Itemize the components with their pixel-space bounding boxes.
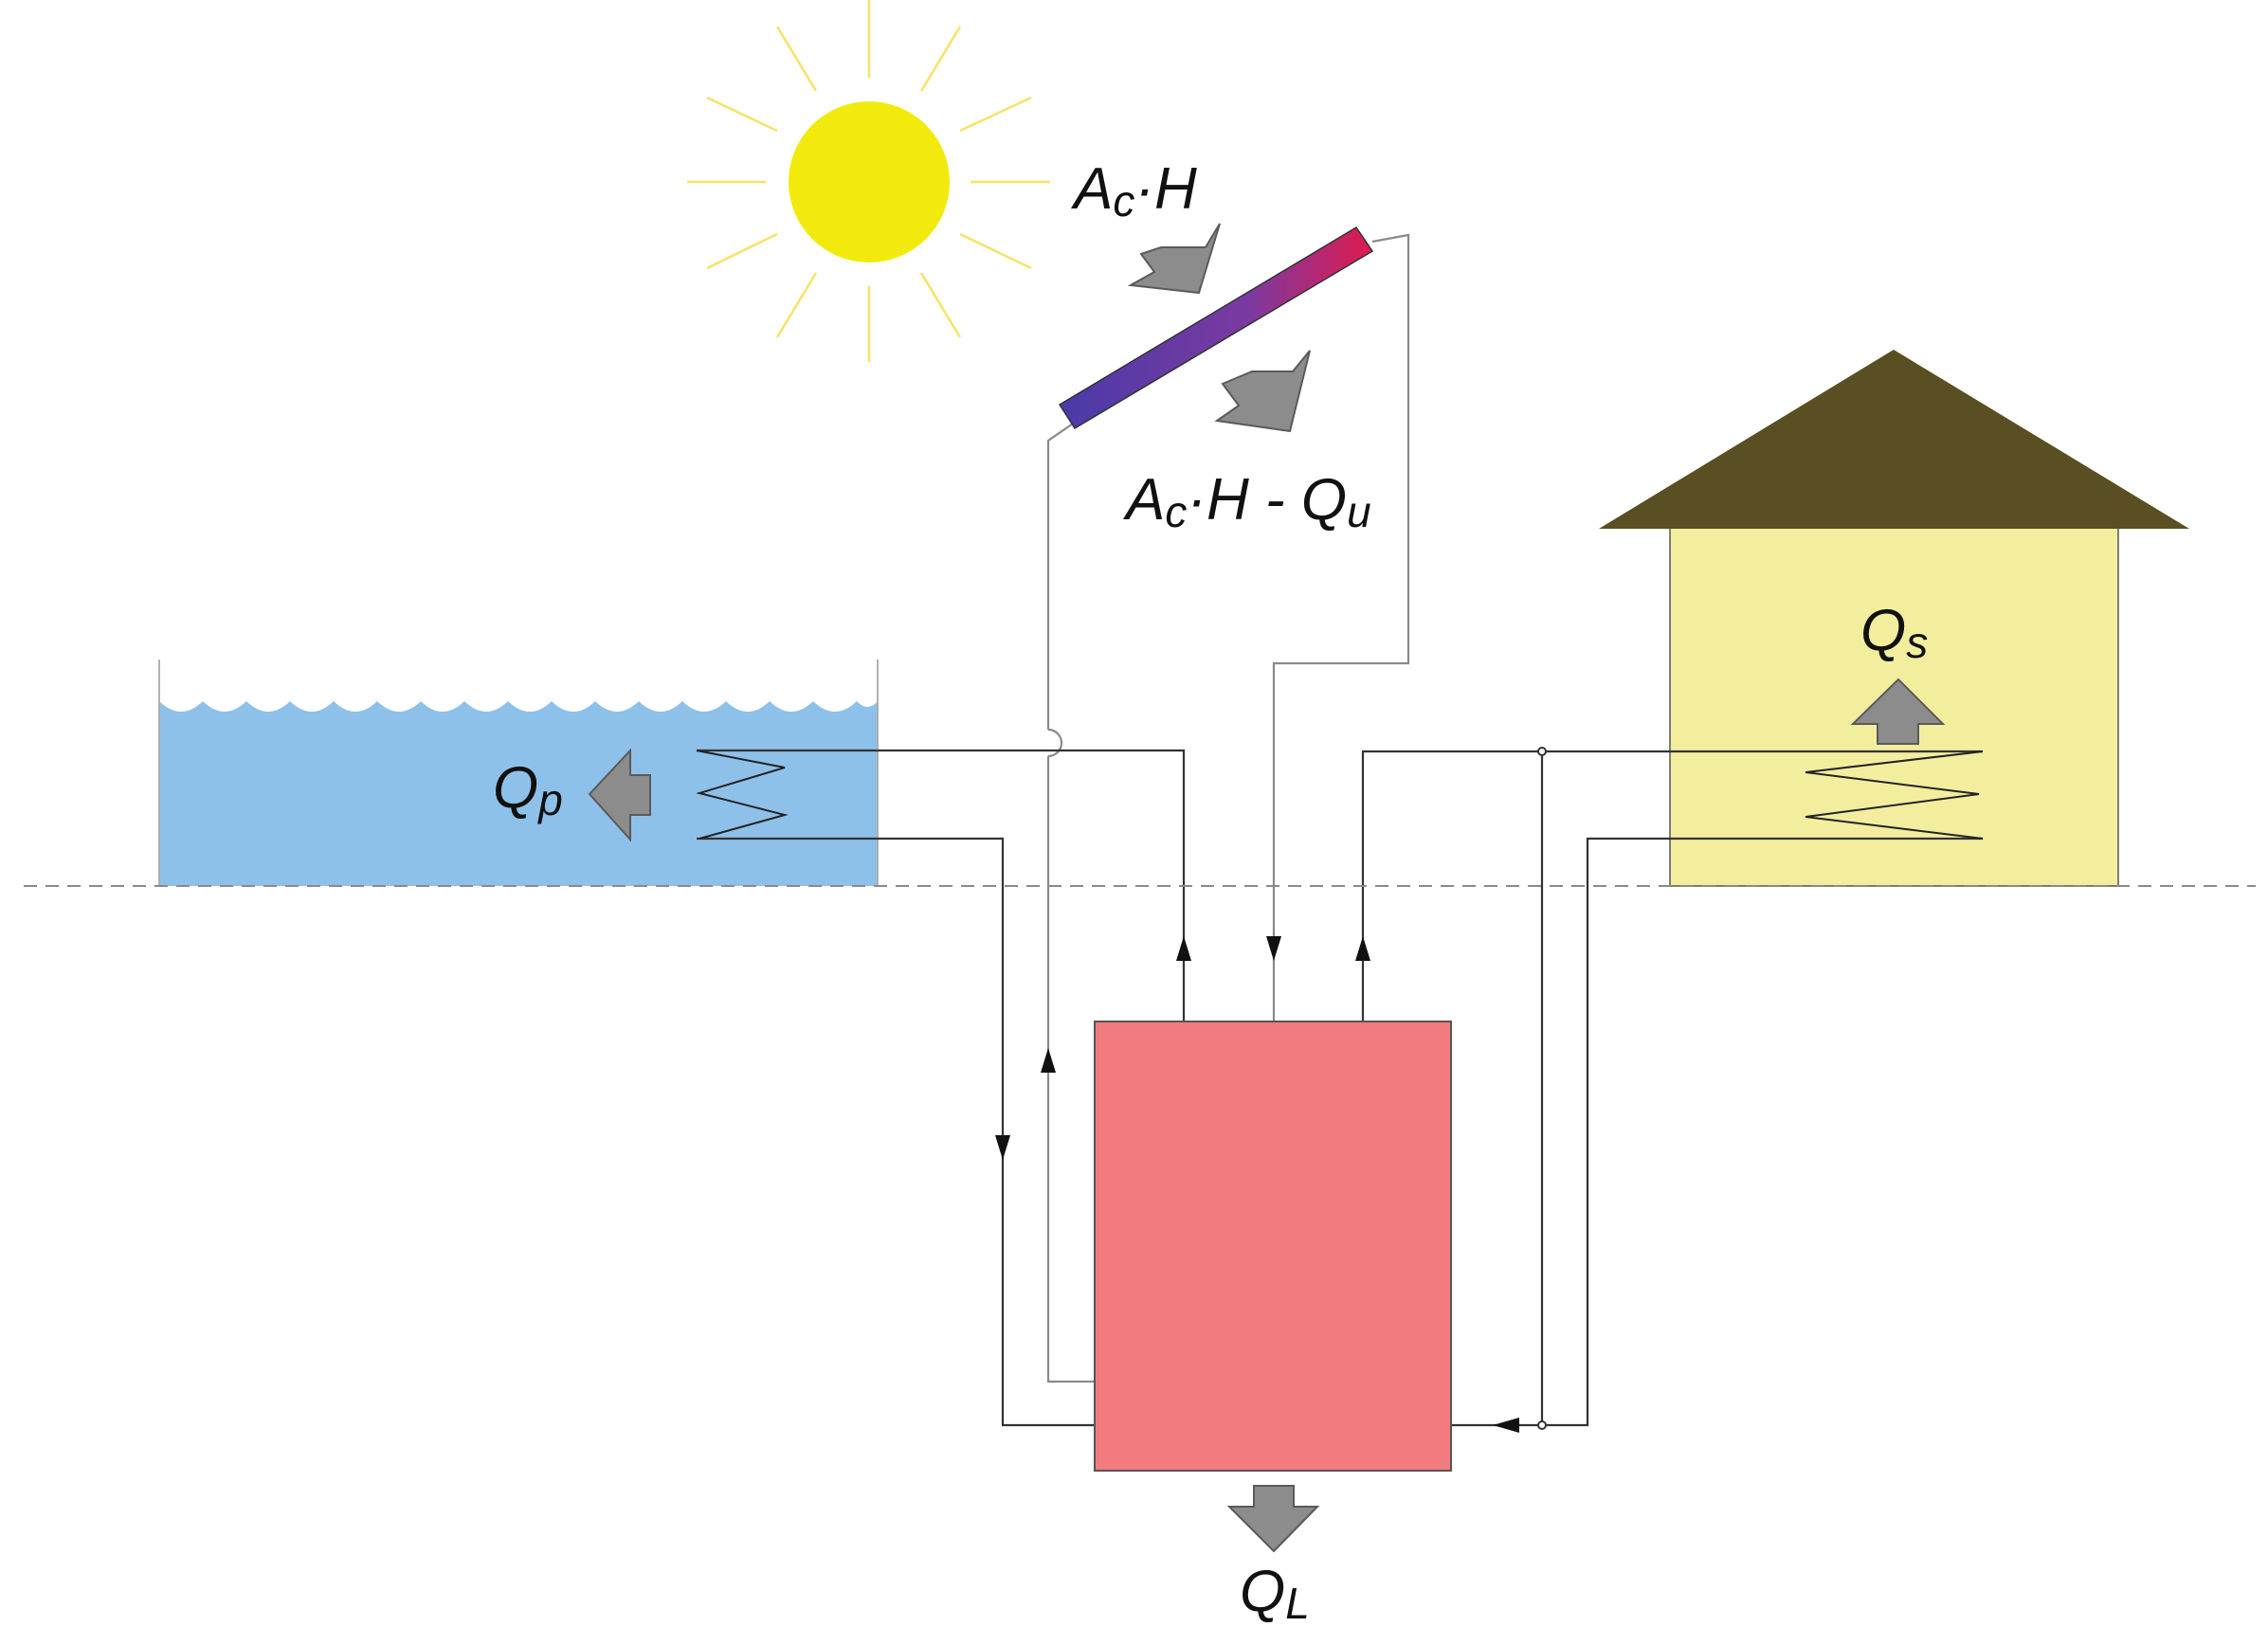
label-ac-h-minus-qu: Ac·H - Qu xyxy=(1122,467,1371,536)
flow-arrow-down xyxy=(1266,936,1281,961)
heat-flow-arrow-icon xyxy=(1226,1485,1320,1553)
collector-pipes xyxy=(1046,233,1410,1383)
sun-disc xyxy=(789,101,950,262)
pipe-junction xyxy=(1537,747,1547,756)
label-ql: QL xyxy=(1240,1559,1310,1627)
flow-arrow-down xyxy=(995,1135,1010,1160)
sun-rays xyxy=(687,0,1050,362)
flow-arrow-up xyxy=(1355,936,1370,961)
pipe-junction xyxy=(1537,1420,1547,1430)
flow-arrow-up xyxy=(1176,936,1191,961)
heat-exchanger-coil-icon xyxy=(696,750,789,840)
storage-tank-icon xyxy=(1094,1021,1452,1472)
sun-icon xyxy=(687,0,1050,362)
pool-icon xyxy=(158,660,879,886)
house-roof xyxy=(1599,350,2189,529)
heat-flow-arrow-icon xyxy=(1127,223,1221,295)
heat-exchanger-coil-icon xyxy=(1805,750,1984,840)
flow-arrows xyxy=(995,936,1519,1433)
heat-flow-arrow-icon xyxy=(1214,350,1311,433)
label-qp: Qp xyxy=(493,755,563,824)
pool-loop-pipes xyxy=(697,749,1186,1427)
pool-water xyxy=(159,701,878,886)
flow-arrow-up xyxy=(1041,1048,1056,1073)
label-ac-h: Ac·H xyxy=(1070,156,1197,226)
heat-flow-arrow-icon xyxy=(588,748,651,842)
flow-arrow-left xyxy=(1493,1418,1519,1433)
heat-flow-arrow-icon xyxy=(1850,678,1946,745)
solar-collector-icon xyxy=(1058,226,1374,430)
label-qs: Qs xyxy=(1860,598,1928,667)
